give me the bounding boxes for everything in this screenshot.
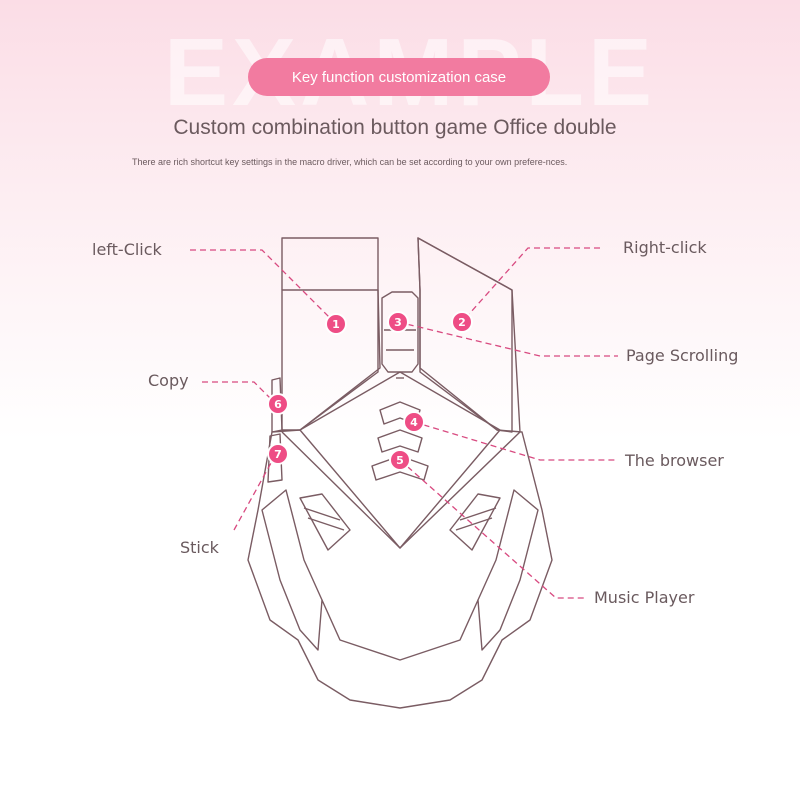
badge-5: 5 bbox=[389, 449, 411, 471]
label-left-click: left-Click bbox=[92, 240, 162, 259]
badge-1-number: 1 bbox=[332, 318, 340, 331]
mouse-outline bbox=[247, 237, 553, 709]
badge-3: 3 bbox=[387, 311, 409, 333]
description: There are rich shortcut key settings in … bbox=[132, 157, 568, 167]
headline: Custom combination button game Office do… bbox=[173, 116, 617, 139]
leader-the-browser bbox=[413, 421, 618, 461]
badge-3-number: 3 bbox=[394, 316, 402, 329]
badge-6: 6 bbox=[267, 393, 289, 415]
leader-copy bbox=[202, 381, 277, 405]
badge-7-number: 7 bbox=[274, 448, 282, 461]
badge-2: 2 bbox=[451, 311, 473, 333]
leader-lines bbox=[190, 247, 618, 599]
title-pill: Key function customization case bbox=[248, 58, 550, 96]
badge-5-number: 5 bbox=[396, 454, 404, 467]
leader-page-scrolling bbox=[397, 321, 618, 357]
label-stick: Stick bbox=[180, 538, 219, 557]
label-copy: Copy bbox=[148, 371, 189, 390]
label-the-browser: The browser bbox=[625, 451, 724, 470]
badge-2-number: 2 bbox=[458, 316, 466, 329]
number-badges: 1 2 3 4 5 6 7 bbox=[267, 311, 473, 471]
badge-4-number: 4 bbox=[410, 416, 418, 429]
leader-right-click bbox=[461, 247, 600, 323]
badge-4: 4 bbox=[403, 411, 425, 433]
leader-left-click bbox=[190, 249, 337, 325]
leader-stick bbox=[233, 453, 277, 531]
label-right-click: Right-click bbox=[623, 238, 707, 257]
badge-6-number: 6 bbox=[274, 398, 282, 411]
label-music-player: Music Player bbox=[594, 588, 695, 607]
badge-7: 7 bbox=[267, 443, 289, 465]
leader-music-player bbox=[399, 459, 584, 599]
badge-1: 1 bbox=[325, 313, 347, 335]
label-page-scrolling: Page Scrolling bbox=[626, 346, 739, 365]
